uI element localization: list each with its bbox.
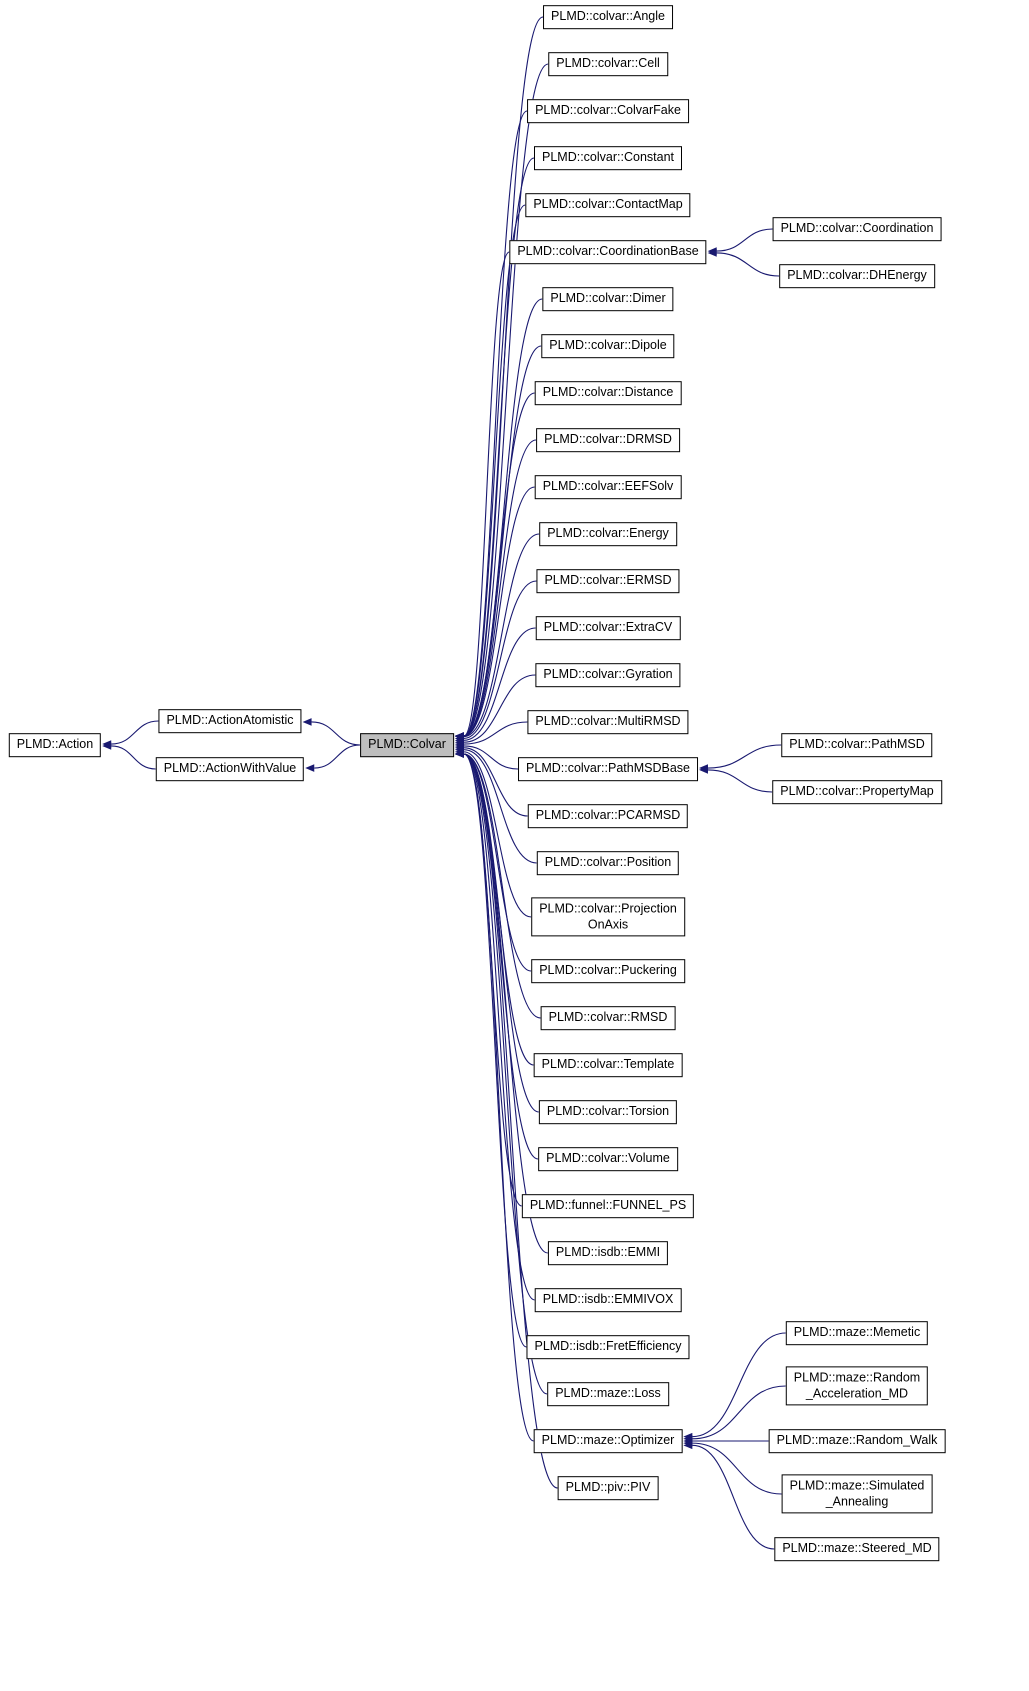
inheritance-edge: [463, 721, 528, 745]
class-node-constant[interactable]: PLMD::colvar::Constant: [534, 146, 682, 170]
inheritance-edge: [111, 720, 159, 745]
class-node-drmsd[interactable]: PLMD::colvar::DRMSD: [536, 428, 680, 452]
inheritance-edge: [692, 1332, 786, 1438]
class-node-volume[interactable]: PLMD::colvar::Volume: [538, 1147, 678, 1171]
class-node-dimer[interactable]: PLMD::colvar::Dimer: [542, 287, 674, 311]
inheritance-edge: [707, 744, 782, 769]
arrowhead-icon: [102, 742, 112, 750]
class-node-piv[interactable]: PLMD::piv::PIV: [557, 1476, 659, 1500]
inheritance-edge: [716, 228, 773, 252]
class-node-actionatomistic[interactable]: PLMD::ActionAtomistic: [158, 709, 302, 733]
class-node-rmsd[interactable]: PLMD::colvar::RMSD: [540, 1006, 676, 1030]
class-node-dipole[interactable]: PLMD::colvar::Dipole: [541, 334, 675, 358]
arrowhead-icon: [305, 764, 315, 772]
inheritance-edge: [463, 580, 537, 739]
class-node-template[interactable]: PLMD::colvar::Template: [533, 1053, 683, 1077]
class-node-memetic[interactable]: PLMD::maze::Memetic: [785, 1321, 929, 1345]
class-node-steeredmd[interactable]: PLMD::maze::Steered_MD: [774, 1537, 940, 1561]
inheritance-edge: [463, 745, 519, 770]
class-node-pathmsdbase[interactable]: PLMD::colvar::PathMSDBase: [518, 757, 698, 781]
class-node-coordination[interactable]: PLMD::colvar::Coordination: [772, 217, 942, 241]
class-node-optimizer[interactable]: PLMD::maze::Optimizer: [533, 1429, 683, 1453]
inheritance-edge: [463, 392, 535, 737]
class-node-action[interactable]: PLMD::Action: [8, 733, 102, 757]
inheritance-edge: [463, 110, 528, 737]
class-node-puckering[interactable]: PLMD::colvar::Puckering: [531, 959, 685, 983]
class-node-torsion[interactable]: PLMD::colvar::Torsion: [538, 1100, 678, 1124]
class-node-funnelps[interactable]: PLMD::funnel::FUNNEL_PS: [521, 1194, 695, 1218]
class-node-propertymap[interactable]: PLMD::colvar::PropertyMap: [772, 780, 942, 804]
class-node-simulatedannealing[interactable]: PLMD::maze::Simulated _Annealing: [781, 1474, 933, 1514]
class-node-randomaccel[interactable]: PLMD::maze::Random _Acceleration_MD: [785, 1366, 929, 1406]
arrowhead-icon: [683, 1441, 693, 1450]
inheritance-edge: [463, 439, 537, 737]
inheritance-edge: [463, 753, 539, 1113]
class-node-energy[interactable]: PLMD::colvar::Energy: [539, 522, 677, 546]
arrowhead-icon: [302, 718, 312, 726]
inheritance-edge: [314, 744, 361, 769]
class-node-fretefficiency[interactable]: PLMD::isdb::FretEfficiency: [526, 1335, 690, 1359]
inheritance-edge: [463, 204, 526, 737]
inheritance-edge: [463, 749, 537, 864]
class-node-loss[interactable]: PLMD::maze::Loss: [547, 1382, 669, 1406]
class-node-multirmsd[interactable]: PLMD::colvar::MultiRMSD: [527, 710, 689, 734]
class-node-coordinationbase[interactable]: PLMD::colvar::CoordinationBase: [509, 240, 707, 264]
inheritance-edge: [463, 298, 543, 737]
inheritance-edge: [463, 747, 528, 817]
class-node-colvar-highlighted[interactable]: PLMD::Colvar: [360, 733, 454, 757]
arrowhead-icon: [454, 750, 464, 758]
inheritance-edge: [463, 674, 536, 743]
inheritance-edge: [463, 533, 540, 738]
class-node-cell[interactable]: PLMD::colvar::Cell: [548, 52, 668, 76]
class-node-angle[interactable]: PLMD::colvar::Angle: [543, 5, 673, 29]
inheritance-edge: [463, 157, 535, 737]
class-node-pcarmsd[interactable]: PLMD::colvar::PCARMSD: [527, 804, 689, 828]
inheritance-edge: [716, 252, 780, 277]
class-node-projectiononaxis[interactable]: PLMD::colvar::Projection OnAxis: [531, 897, 685, 937]
inheritance-edge: [463, 751, 532, 918]
class-node-distance[interactable]: PLMD::colvar::Distance: [534, 381, 682, 405]
class-node-emmivox[interactable]: PLMD::isdb::EMMIVOX: [534, 1288, 682, 1312]
inheritance-edge: [111, 745, 156, 770]
inheritance-edge: [463, 753, 534, 1442]
class-node-eefsolv[interactable]: PLMD::colvar::EEFSolv: [534, 475, 682, 499]
inheritance-edge: [311, 721, 361, 746]
inheritance-edge: [463, 251, 510, 737]
inheritance-edge: [692, 1442, 782, 1495]
arrowhead-icon: [698, 766, 708, 774]
inheritance-edge: [463, 753, 541, 1019]
class-node-dhenergy[interactable]: PLMD::colvar::DHEnergy: [779, 264, 935, 288]
class-node-contactmap[interactable]: PLMD::colvar::ContactMap: [525, 193, 691, 217]
inheritance-edge: [463, 753, 527, 1348]
class-node-ermsd[interactable]: PLMD::colvar::ERMSD: [536, 569, 680, 593]
class-node-randomwalk[interactable]: PLMD::maze::Random_Walk: [768, 1429, 946, 1453]
inheritance-edge: [692, 1385, 786, 1440]
class-node-emmi[interactable]: PLMD::isdb::EMMI: [547, 1241, 669, 1265]
inheritance-edge: [463, 627, 536, 741]
class-node-extracv[interactable]: PLMD::colvar::ExtraCV: [535, 616, 681, 640]
arrowhead-icon: [707, 249, 717, 257]
class-node-pathmsd[interactable]: PLMD::colvar::PathMSD: [781, 733, 933, 757]
inheritance-edge: [692, 1444, 775, 1550]
inheritance-edge: [707, 769, 773, 793]
inheritance-edge: [463, 753, 549, 1254]
class-node-gyration[interactable]: PLMD::colvar::Gyration: [535, 663, 681, 687]
inheritance-edge: [463, 753, 535, 1301]
class-node-actionwithvalue[interactable]: PLMD::ActionWithValue: [155, 757, 305, 781]
class-node-position[interactable]: PLMD::colvar::Position: [536, 851, 680, 875]
inheritance-edge: [463, 486, 535, 737]
class-node-colvarfake[interactable]: PLMD::colvar::ColvarFake: [527, 99, 689, 123]
